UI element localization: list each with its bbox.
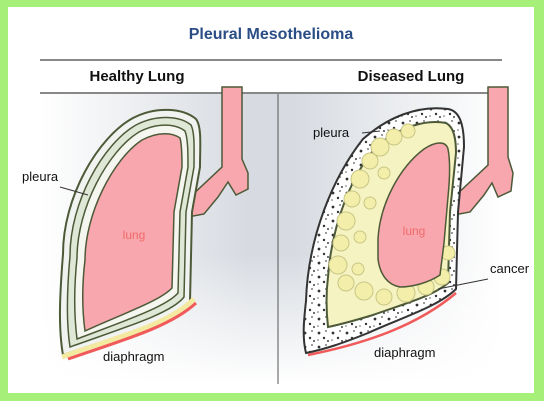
diseased-lung-label: lung: [403, 224, 426, 238]
diseased-diaphragm-label: diaphragm: [374, 345, 435, 360]
diagram-card: Pleural Mesothelioma Healthy Lung Diseas…: [8, 7, 534, 393]
mesothelioma-diagram: Pleural Mesothelioma Healthy Lung Diseas…: [8, 7, 534, 393]
healthy-pleura-label: pleura: [22, 169, 59, 184]
diseased-pleura-label: pleura: [313, 125, 350, 140]
healthy-heading: Healthy Lung: [89, 68, 184, 85]
healthy-lung-label: lung: [123, 228, 146, 242]
diagram-title: Pleural Mesothelioma: [189, 26, 354, 43]
healthy-diaphragm-label: diaphragm: [103, 349, 164, 364]
cancer-label: cancer: [490, 261, 530, 276]
diseased-heading: Diseased Lung: [358, 68, 465, 85]
